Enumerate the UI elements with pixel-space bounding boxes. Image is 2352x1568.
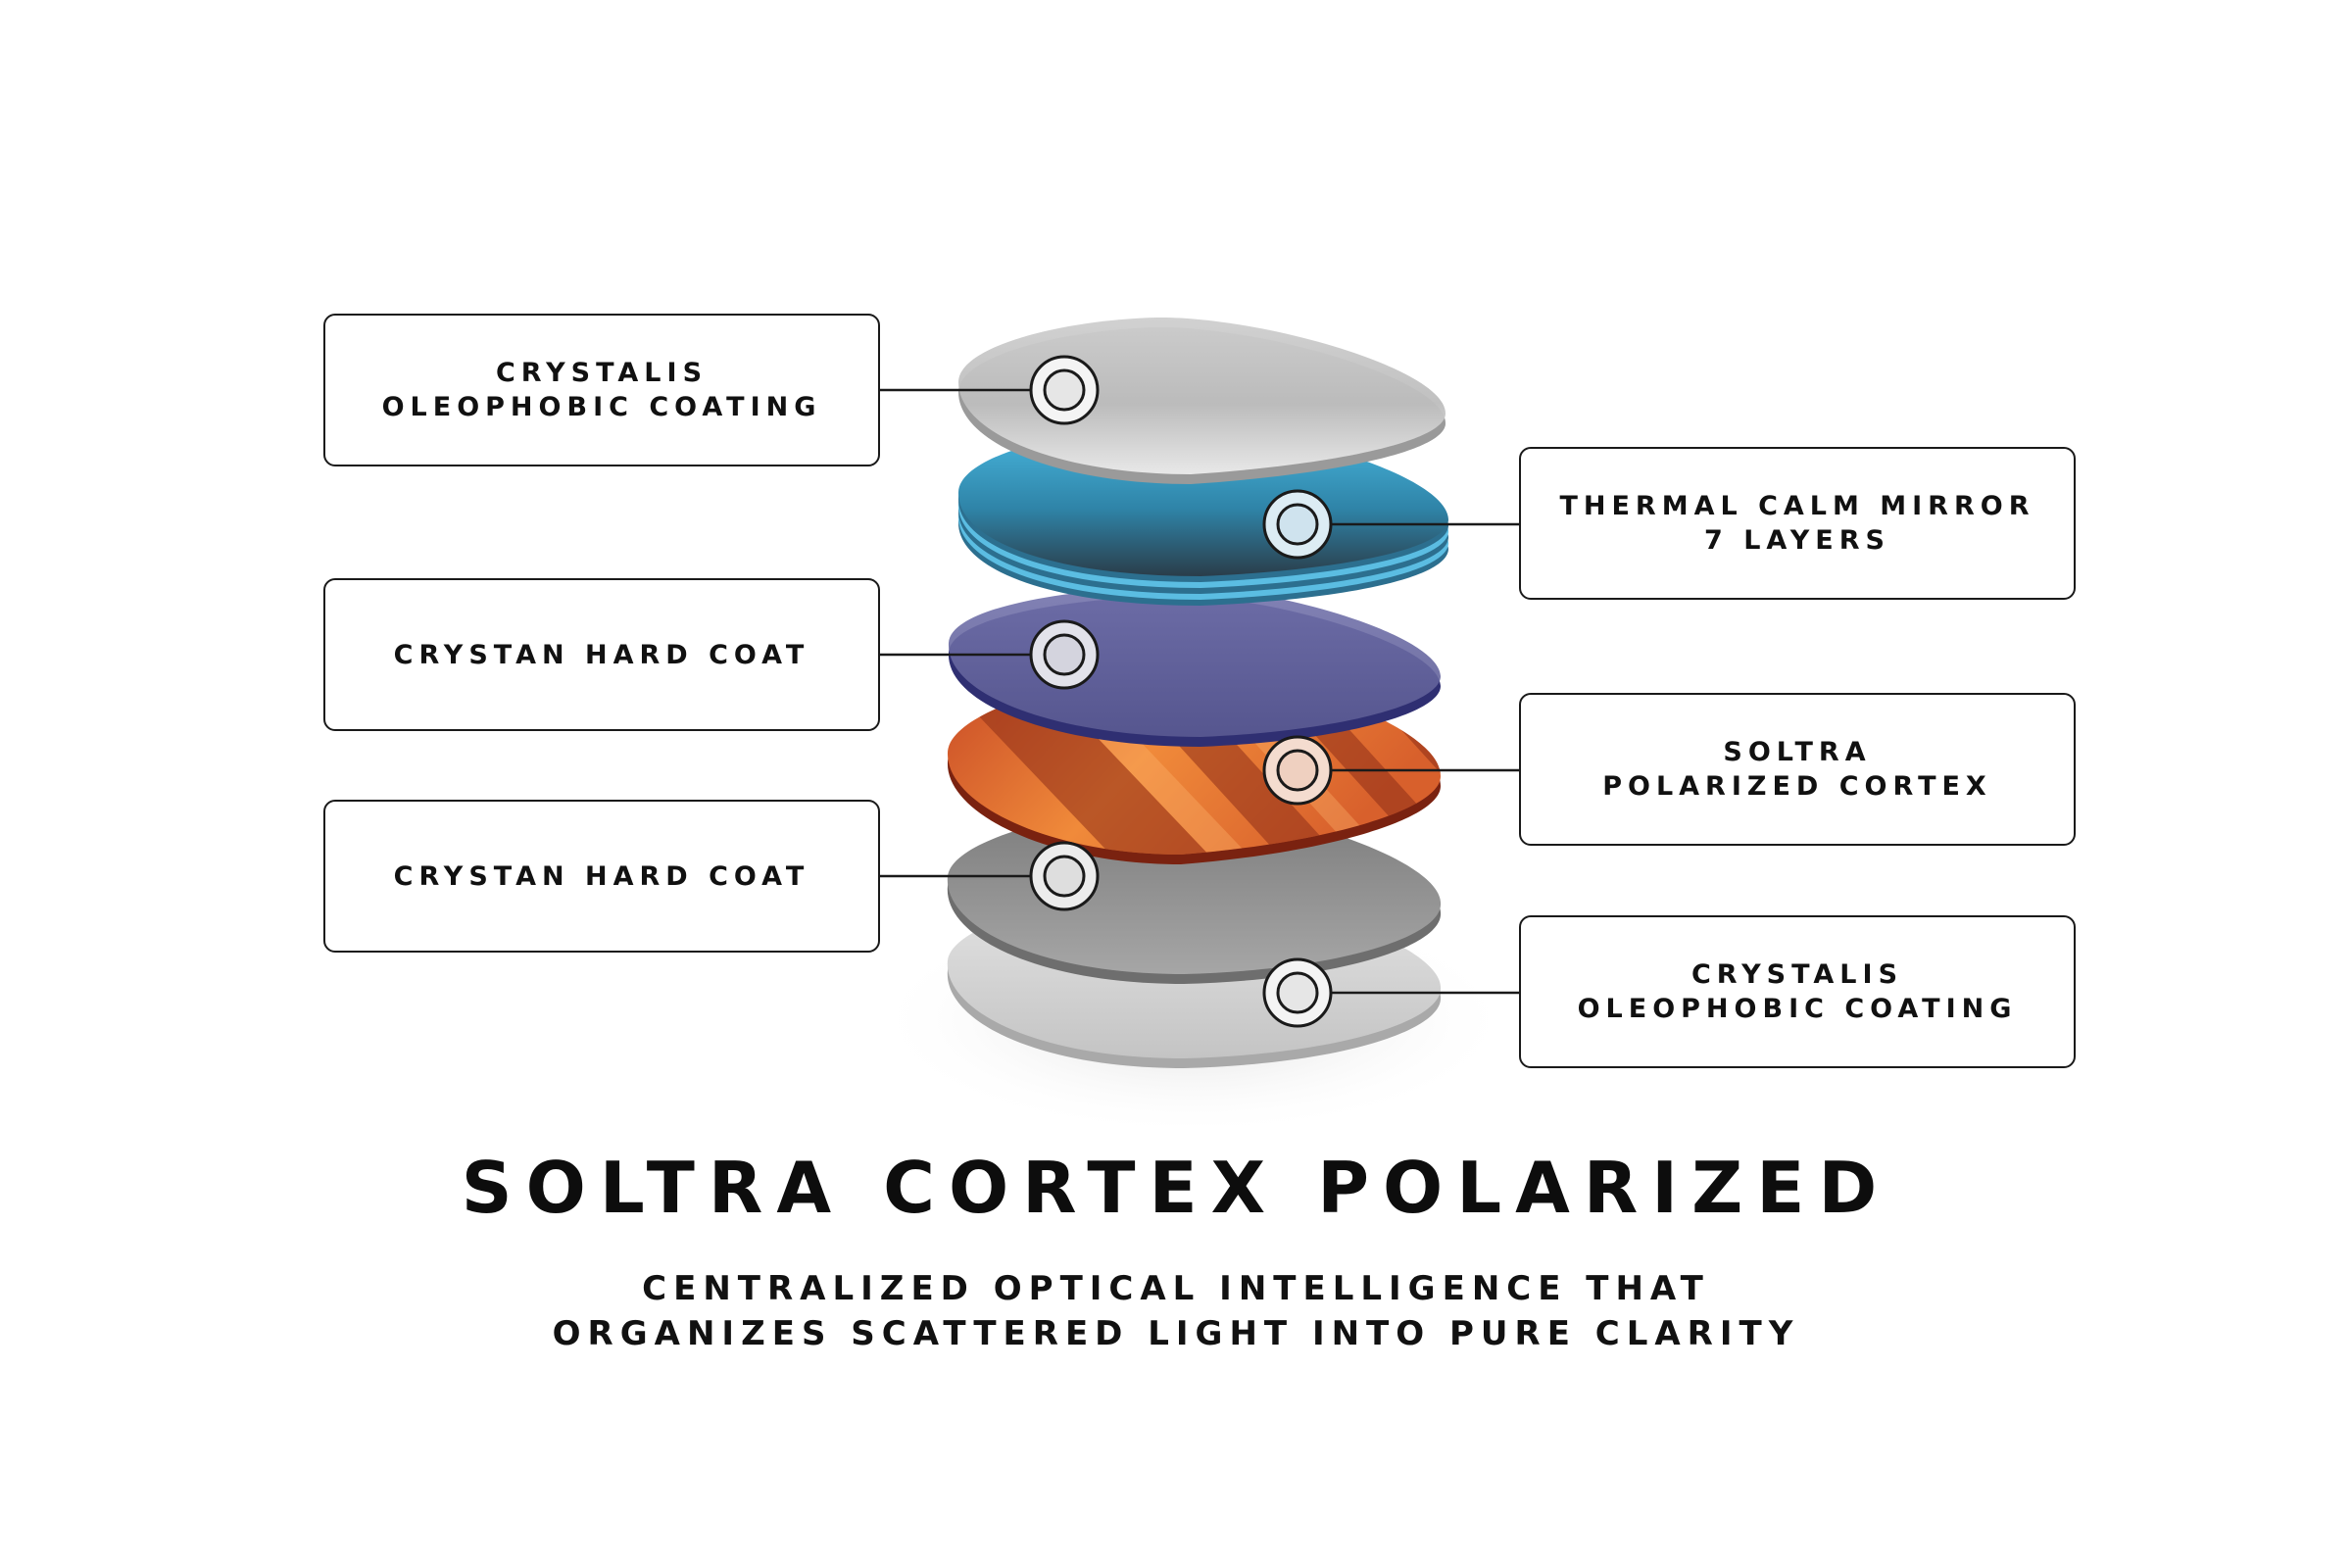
callout-left-1-line-1: CRYSTALIS <box>495 358 709 388</box>
callout-left-3-line-1: CRYSTAN HARD COAT <box>393 860 810 892</box>
callout-left-3: CRYSTAN HARD COAT <box>323 800 880 953</box>
callout-left-1-line-2: OLEOPHOBIC COATING <box>381 392 822 422</box>
callout-right-1: THERMAL CALM MIRROR 7 LAYERS <box>1519 447 2076 600</box>
marker-right-3 <box>1262 957 1333 1028</box>
callout-right-2-line-1: SOLTRA <box>1723 737 1872 767</box>
callout-right-3-line-1: CRYSTALIS <box>1690 959 1904 990</box>
page-title: SOLTRA CORTEX POLARIZED <box>461 1147 1891 1229</box>
callout-right-3-line-2: OLEOPHOBIC COATING <box>1577 994 2018 1024</box>
callout-right-1-line-2: 7 LAYERS <box>1704 525 1890 556</box>
callout-right-2: SOLTRA POLARIZED CORTEX <box>1519 693 2076 846</box>
callout-left-1: CRYSTALIS OLEOPHOBIC COATING <box>323 314 880 466</box>
marker-right-2 <box>1262 735 1333 806</box>
callout-left-2-line-1: CRYSTAN HARD COAT <box>393 639 810 670</box>
callout-right-3: CRYSTALIS OLEOPHOBIC COATING <box>1519 915 2076 1068</box>
callout-left-2: CRYSTAN HARD COAT <box>323 578 880 731</box>
page-subtitle: CENTRALIZED OPTICAL INTELLIGENCE THAT OR… <box>0 1266 2352 1356</box>
marker-right-1 <box>1262 489 1333 560</box>
callout-right-2-line-2: POLARIZED CORTEX <box>1602 771 1992 802</box>
marker-left-1 <box>1029 355 1100 425</box>
subtitle-line-2: ORGANIZES SCATTERED LIGHT INTO PURE CLAR… <box>552 1314 1800 1353</box>
marker-left-2 <box>1029 619 1100 690</box>
callout-right-1-line-1: THERMAL CALM MIRROR <box>1559 491 2035 521</box>
marker-left-3 <box>1029 841 1100 911</box>
subtitle-line-1: CENTRALIZED OPTICAL INTELLIGENCE THAT <box>642 1269 1710 1308</box>
